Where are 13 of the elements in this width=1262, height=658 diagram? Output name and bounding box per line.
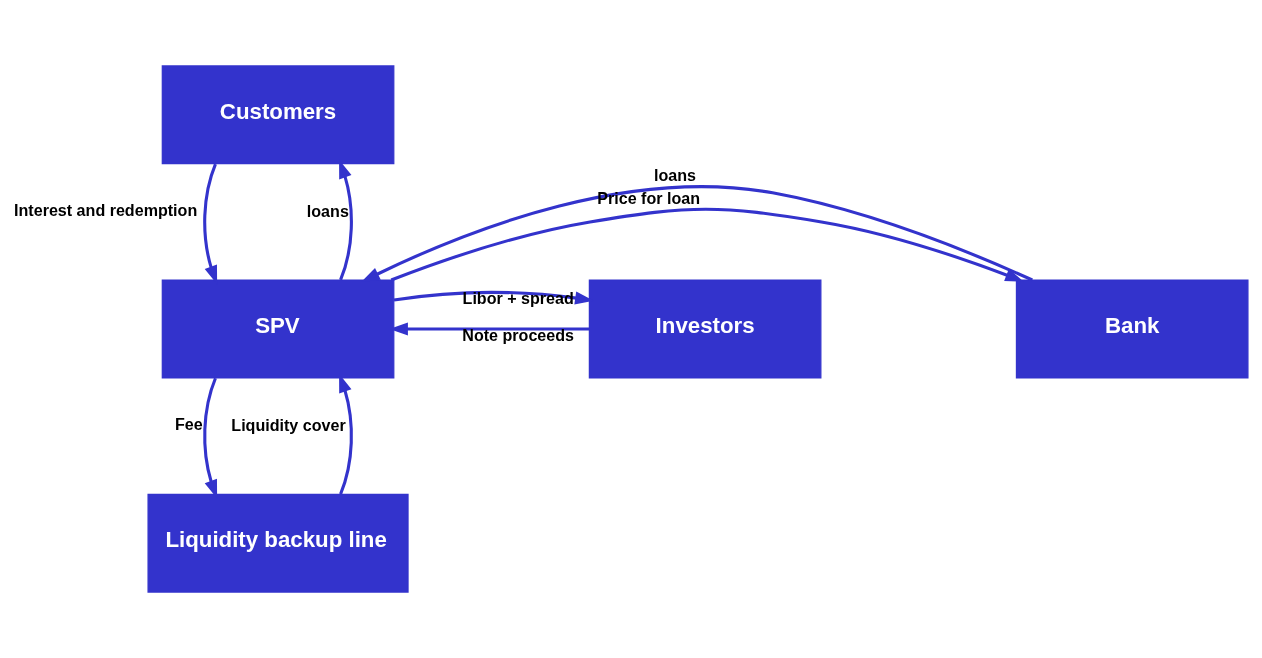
node-box: SPV <box>161 279 395 379</box>
arrow <box>390 207 1024 282</box>
node-box: Liquidity backup line <box>147 493 409 593</box>
node-box: Investors <box>588 279 822 379</box>
edge-label: Liquidity cover <box>231 415 346 434</box>
edge-label: Note proceeds <box>462 325 574 344</box>
node-box: Bank <box>1015 279 1249 379</box>
edge-label: Fee <box>175 415 203 434</box>
node-box: Customers <box>161 65 395 165</box>
arrow <box>361 185 1033 283</box>
edge-label: loans <box>306 201 349 220</box>
edge-label: loans <box>654 165 697 184</box>
edge-label: Interest and redemption <box>14 201 198 220</box>
